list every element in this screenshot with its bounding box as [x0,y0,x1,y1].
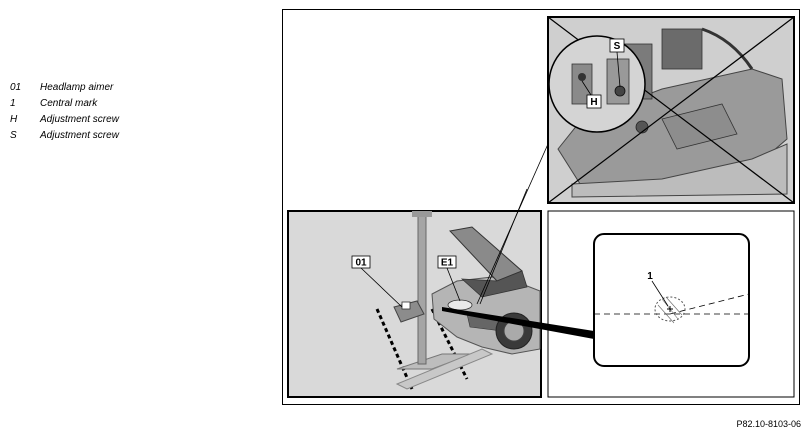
figure-svg: 01 E1 [282,9,800,405]
aiming-screen [593,233,750,367]
adjustment-screw-h-icon [578,73,586,81]
connector-line [479,188,528,305]
headlamp-e1 [447,299,473,311]
legend-key: 1 [10,98,16,109]
cross-line [547,16,795,204]
legend-label: Headlamp aimer [40,82,114,93]
callout-headlamp: E1 [441,258,454,269]
beam-projection [442,307,594,339]
floor-guide-line [375,308,414,390]
leader-line [651,280,669,307]
hatch-line [657,304,675,324]
legend-row: 01 Headlamp aimer [10,80,119,96]
legend-row: S Adjustment screw [10,128,119,144]
legend-key: 01 [10,82,22,93]
legend-row: H Adjustment screw [10,112,119,128]
adjustment-screw-s-icon [614,85,626,97]
callout-screw-h: H [590,97,597,108]
technical-figure: 01 E1 [282,9,800,405]
aimer-lens [401,301,411,310]
aimer-column [417,213,427,365]
document-code: P82.10-8103-06 [736,419,801,429]
overview-panel: 01 E1 [287,210,542,398]
rising-cutoff-line [669,293,750,315]
legend: 01 Headlamp aimer 1 Central mark H Adjus… [10,80,119,144]
callout-screw-s: S [614,41,621,52]
component-block [661,28,703,70]
aimer-base-rail [395,348,494,390]
legend-key: S [10,130,17,141]
component-block [661,103,738,150]
legend-label: Adjustment screw [40,114,119,125]
aimer-column-top [412,211,432,217]
legend-key: H [10,114,18,125]
leader-line [616,51,621,88]
hatch-line [665,296,683,316]
light-pattern-hotspot [654,296,686,322]
aiming-screen-panel: 1 [547,210,795,398]
callout-aimer: 01 [355,258,367,269]
leader-line [446,267,461,302]
legend-label: Central mark [40,98,98,109]
leader-line [360,267,403,308]
engine-bay [460,270,528,298]
magnifier-circle [548,35,646,133]
leader-line [581,80,592,96]
headlamp-detail-panel: S H [547,16,795,204]
legend-row: 1 Central mark [10,96,119,112]
callout-central-mark: 1 [647,271,653,282]
floor-guide-line [430,308,469,380]
cable [701,27,754,70]
screw-h-bracket [571,63,593,105]
callout-box-screw-h [586,94,602,109]
bumper-edge [571,143,788,198]
legend-label: Adjustment screw [40,130,119,141]
